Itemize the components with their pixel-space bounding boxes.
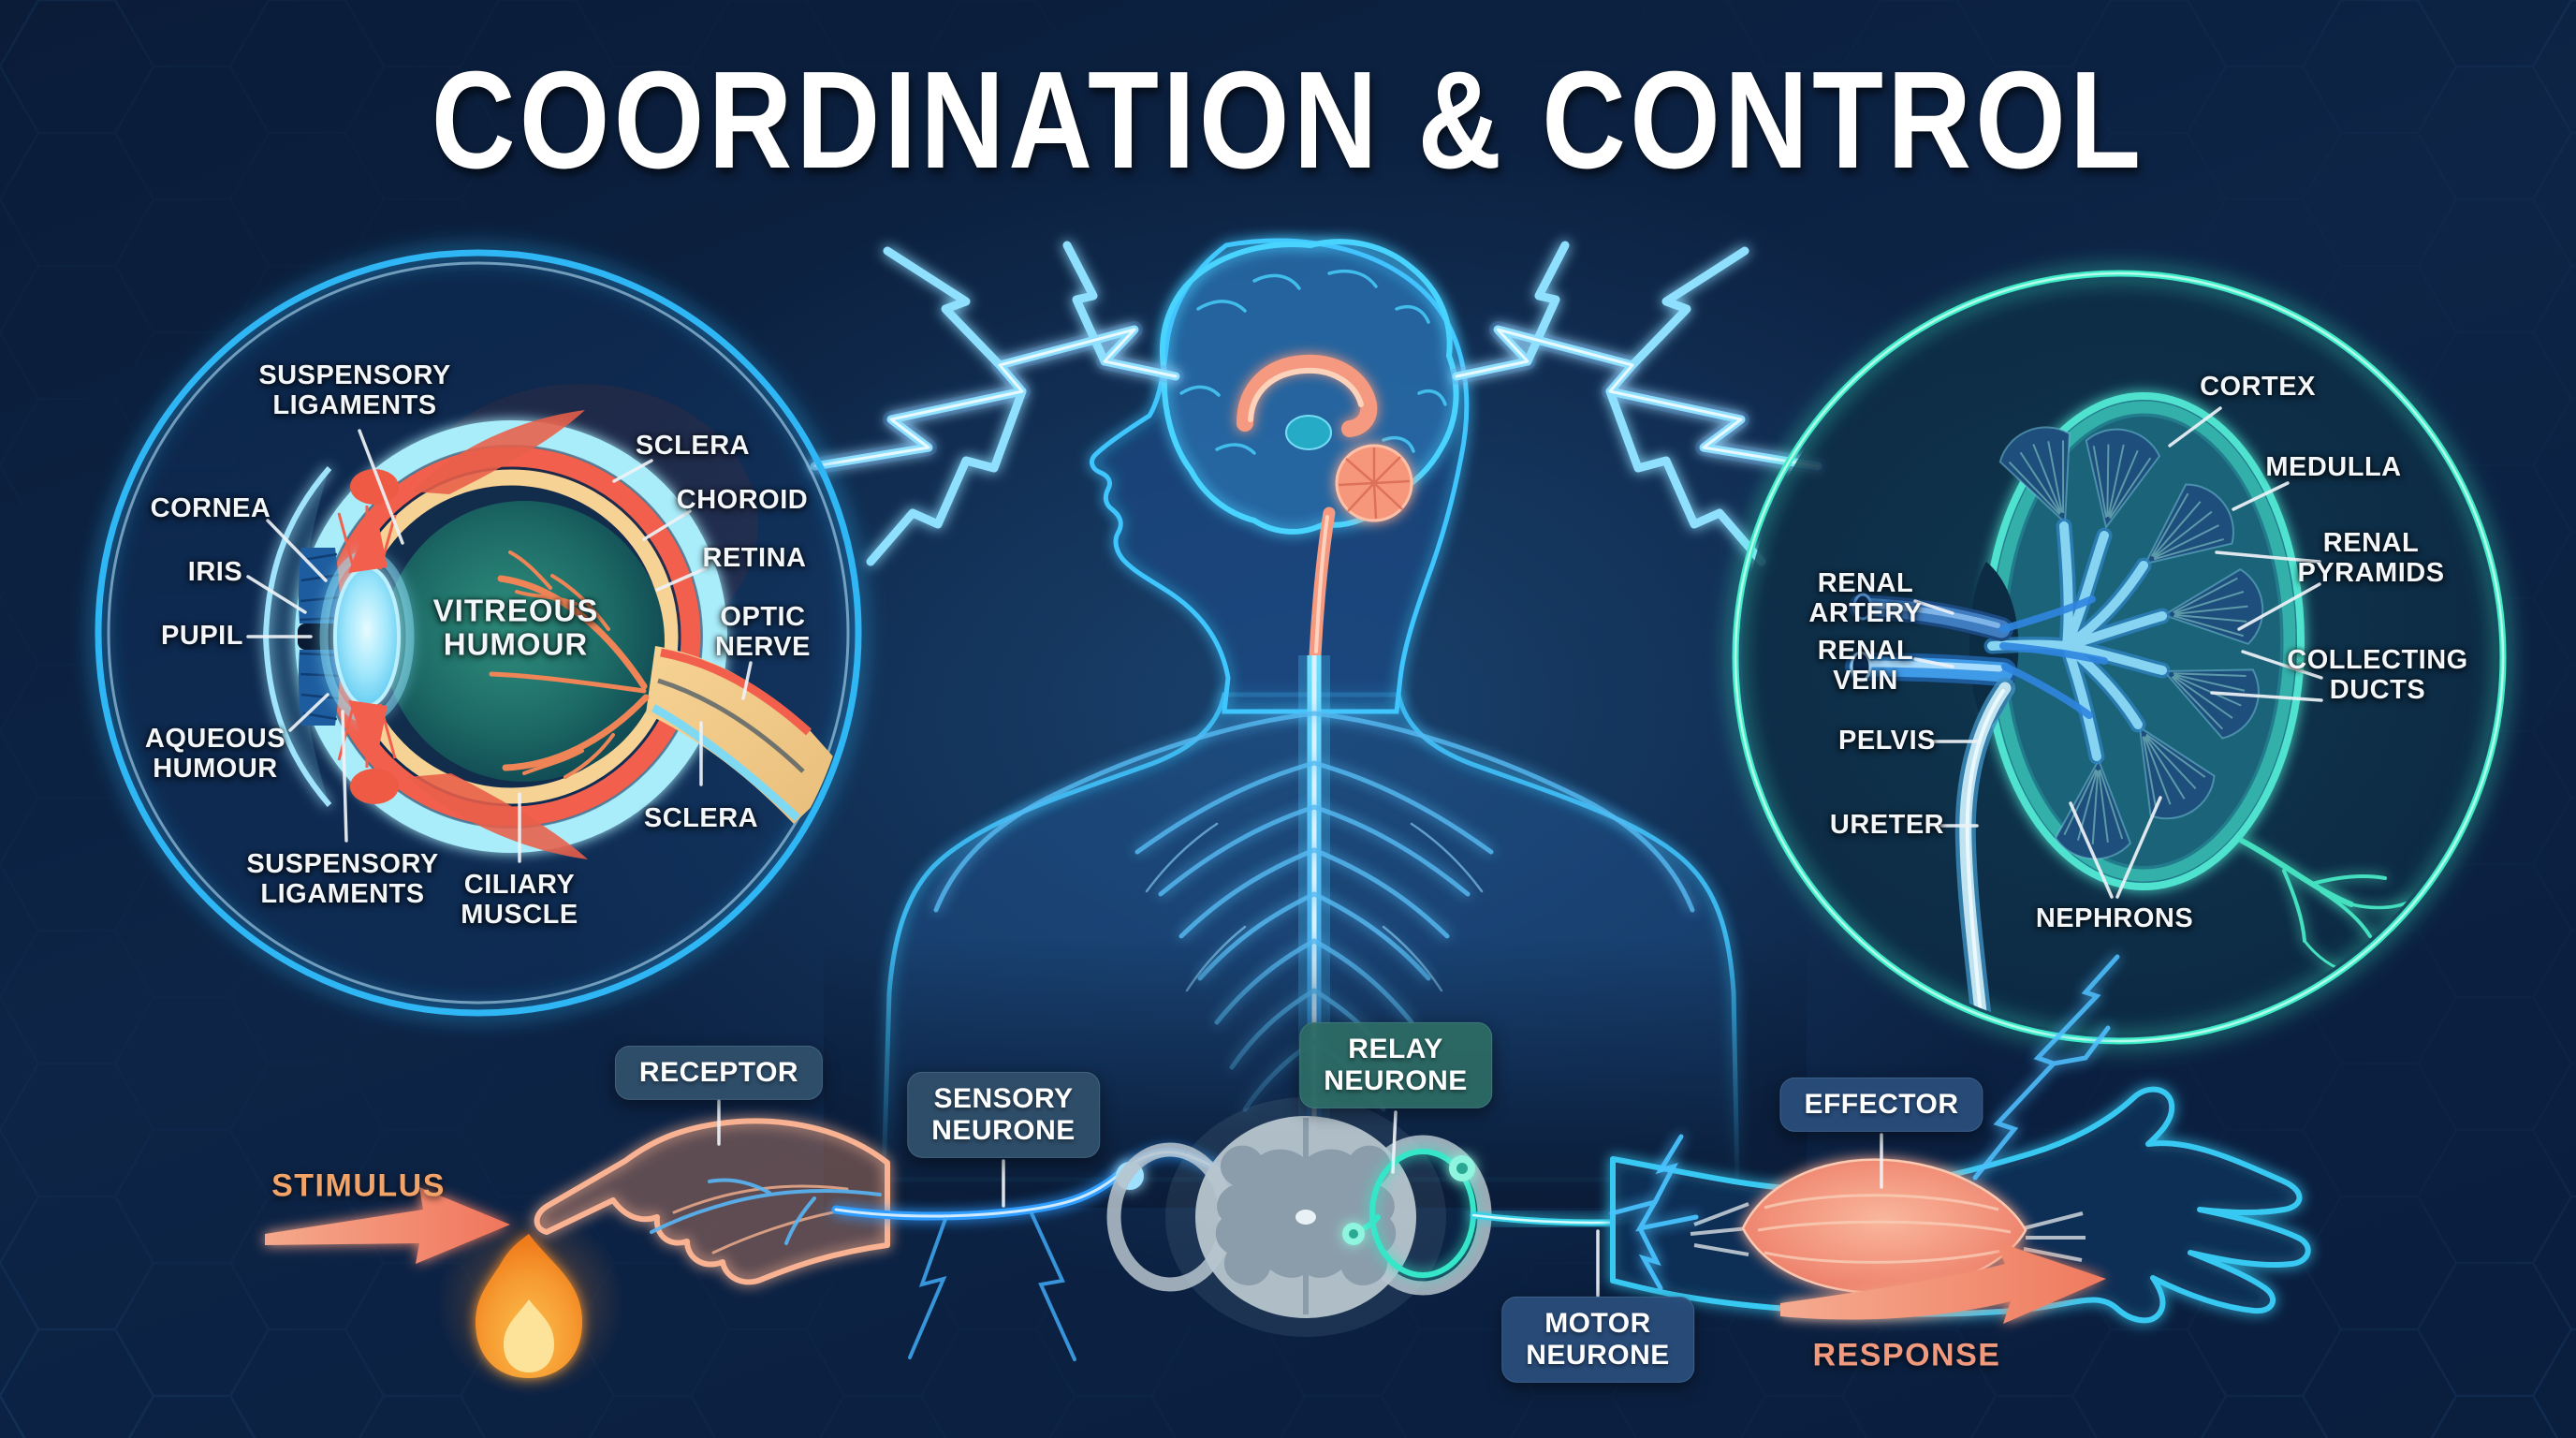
ciliary-muscle-bottom: [350, 769, 399, 804]
badge-effector: EFFECTOR: [1779, 1077, 1983, 1133]
flame-icon: [437, 1210, 624, 1397]
reflex-arc: [265, 954, 2311, 1397]
label-stimulus: STIMULUS: [271, 1167, 446, 1204]
page-title: COORDINATION & CONTROL: [431, 43, 2145, 198]
lens: [333, 565, 401, 708]
label-iris: IRIS: [187, 557, 243, 588]
stimulus-arrow-icon: [265, 1187, 510, 1264]
kidney-panel: [1732, 270, 2507, 1045]
renal-vein-tube: [1845, 651, 2017, 686]
label-response: RESPONSE: [1812, 1337, 2001, 1373]
ciliary-muscle-top: [350, 469, 399, 505]
label-nephrons: NEPHRONS: [2035, 903, 2194, 934]
label-sclera-top: SCLERA: [635, 431, 751, 462]
nephron-sprigs: [2239, 838, 2415, 976]
eye-muscle-streak-top: [412, 410, 585, 494]
kidney-illustration: [1845, 392, 2415, 1034]
response-arrow-icon: [1780, 1241, 2106, 1324]
eye-leader-lines: [246, 429, 753, 863]
badge-relay-neurone: RELAY NEURONE: [1299, 1021, 1492, 1109]
eye-illustration: [262, 384, 847, 859]
lightning-bolt-left-icon: [806, 241, 1184, 566]
thalamus: [1285, 415, 1332, 450]
cerebellum: [1335, 444, 1413, 522]
label-aqueous-humour: AQUEOUS HUMOUR: [144, 724, 286, 784]
human-silhouette: [806, 238, 1826, 1208]
ureter-tube: [1954, 678, 2015, 1034]
eye-ring: [95, 249, 862, 1017]
label-suspensory-ligaments-bottom: SUSPENSORY LIGAMENTS: [246, 849, 439, 909]
renal-artery-tube: [1849, 593, 2013, 641]
brain-illustration: [1159, 239, 1459, 662]
label-pelvis: PELVIS: [1838, 726, 1936, 756]
badge-motor-neurone: MOTOR NEURONE: [1501, 1296, 1694, 1384]
label-renal-artery: RENAL ARTERY: [1808, 568, 1923, 628]
lightning-bolt-right-icon: [1448, 241, 1826, 566]
receptor-hand: [534, 1118, 890, 1285]
optic-nerve-band: [646, 646, 847, 824]
renal-pyramids: [1998, 426, 2264, 860]
badge-leader-lines: [717, 1099, 1883, 1298]
kidney-leader-lines: [1913, 406, 2323, 899]
vitreous-humour-body: [384, 501, 665, 782]
label-optic-nerve: OPTIC NERVE: [715, 602, 811, 662]
label-cortex: CORTEX: [2200, 372, 2316, 403]
eye-panel: [95, 249, 862, 1017]
label-vitreous-humour: VITREOUS HUMOUR: [432, 593, 599, 662]
corpus-callosum: [1237, 354, 1378, 437]
label-renal-vein: RENAL VEIN: [1817, 636, 1914, 696]
label-medulla: MEDULLA: [2265, 452, 2402, 483]
effector-arm: [1609, 954, 2311, 1324]
label-ciliary-muscle: CILIARY MUSCLE: [461, 870, 578, 930]
muscle: [1690, 1158, 2086, 1295]
label-pupil: PUPIL: [161, 621, 243, 652]
renal-pelvis: [1983, 518, 2171, 765]
eye-muscle-streak-bottom: [407, 773, 588, 859]
suspensory-ligament-fibres: [337, 504, 397, 770]
label-suspensory-ligaments-top: SUSPENSORY LIGAMENTS: [258, 360, 451, 420]
label-cornea: CORNEA: [150, 493, 271, 524]
label-sclera-bottom: SCLERA: [643, 803, 759, 834]
retinal-blood-vessels: [489, 550, 650, 779]
label-ureter: URETER: [1829, 810, 1945, 841]
label-renal-pyramids: RENAL PYRAMIDS: [2297, 528, 2445, 588]
badge-receptor: RECEPTOR: [614, 1045, 824, 1101]
label-collecting-ducts: COLLECTING DUCTS: [2287, 645, 2468, 705]
label-retina: RETINA: [702, 543, 807, 574]
badge-sensory-neurone: SENSORY NEURONE: [907, 1071, 1100, 1159]
label-choroid: CHOROID: [676, 485, 809, 516]
